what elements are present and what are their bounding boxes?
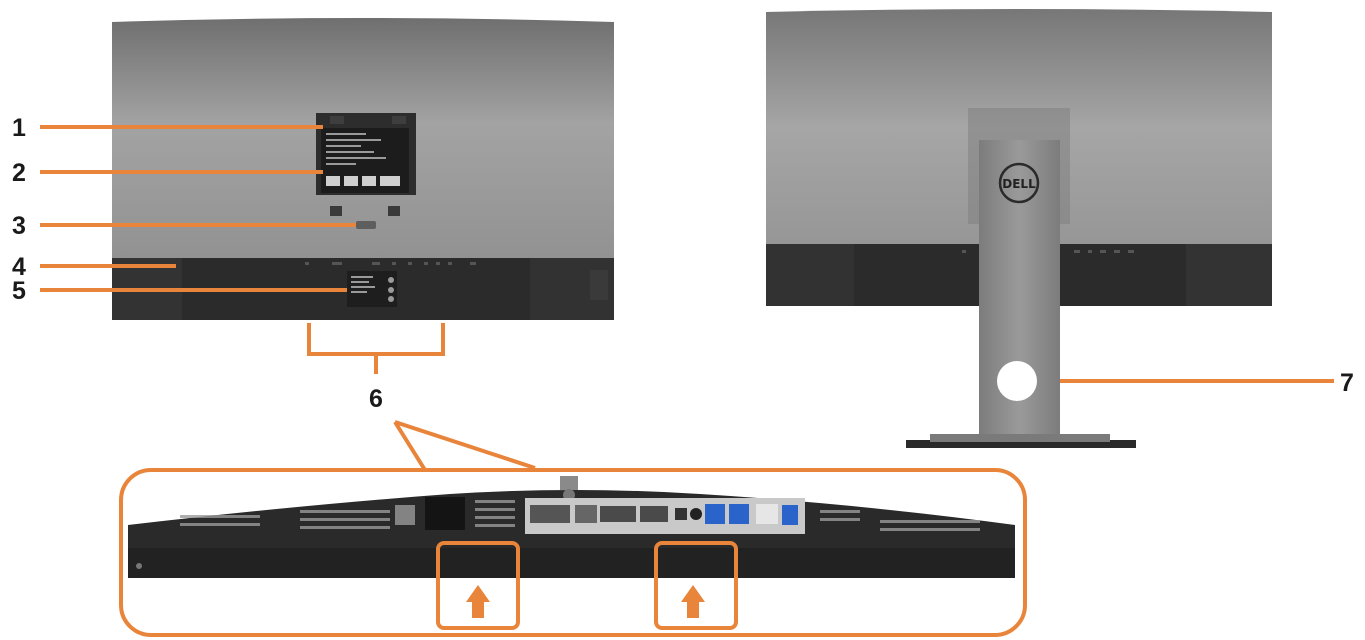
- usb-port-blue: [729, 504, 749, 524]
- left-monitor-back: [112, 18, 614, 320]
- highlight-box-left: [436, 541, 520, 630]
- zoom-frame: [119, 468, 1027, 637]
- stand-release-button: [356, 221, 376, 229]
- callout-1: 1: [12, 114, 26, 142]
- callout-5: 5: [12, 277, 26, 305]
- callout-lines: [40, 125, 1334, 472]
- cable-hole-icon: [997, 361, 1037, 401]
- callout-2: 2: [12, 159, 26, 187]
- usb-port-blue: [782, 505, 798, 525]
- right-monitor-back: DELL: [766, 9, 1272, 448]
- dell-logo-text: DELL: [1002, 177, 1036, 191]
- highlight-box-right: [654, 541, 738, 630]
- bottom-ports-panel: [119, 468, 1027, 637]
- callout-3: 3: [12, 212, 26, 240]
- dell-logo-icon: DELL: [998, 162, 1040, 204]
- usb-port-blue: [705, 504, 725, 524]
- callout-6: 6: [369, 385, 383, 413]
- up-arrow-icon: [466, 585, 490, 618]
- callout-7: 7: [1340, 369, 1354, 397]
- callout-4: 4: [12, 253, 26, 281]
- power-connector: [425, 497, 465, 530]
- up-arrow-icon: [681, 585, 705, 618]
